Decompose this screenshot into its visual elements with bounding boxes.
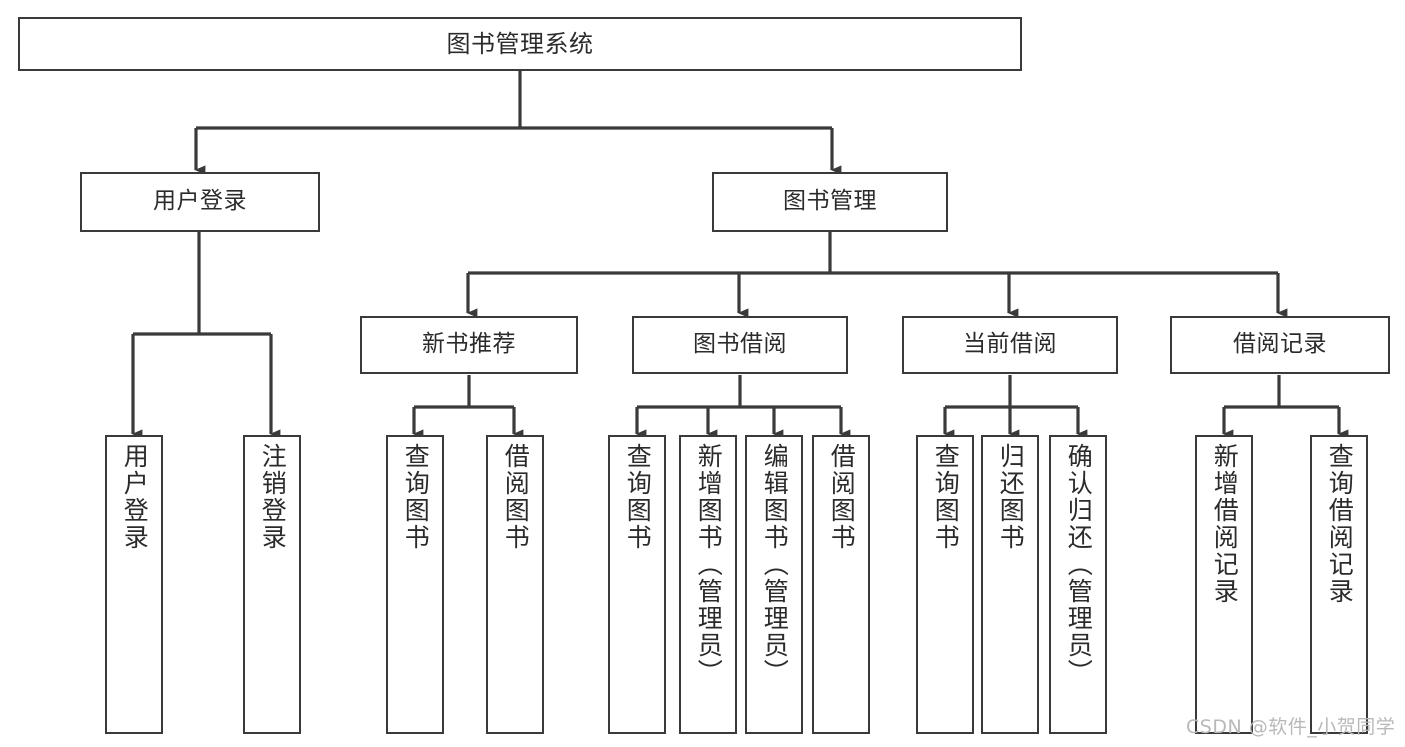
- node-label: 编辑图书（管理员）: [760, 443, 790, 686]
- node-user-login[interactable]: 用户登录: [80, 172, 320, 232]
- leaf-confirm-return-admin[interactable]: 确认归还（管理员）: [1049, 435, 1107, 734]
- leaf-borrow-book[interactable]: 借阅图书: [812, 435, 870, 734]
- leaf-add-borrow-record[interactable]: 新增借阅记录: [1195, 435, 1253, 734]
- node-label: 借阅图书: [827, 443, 857, 551]
- leaf-query-book-recommend[interactable]: 查询图书: [386, 435, 444, 734]
- node-root-book-management-system[interactable]: 图书管理系统: [18, 17, 1022, 71]
- leaf-edit-book-admin[interactable]: 编辑图书（管理员）: [745, 435, 803, 734]
- node-borrow-record[interactable]: 借阅记录: [1170, 316, 1390, 374]
- node-label: 查询借阅记录: [1325, 443, 1355, 605]
- watermark: CSDN @软件_小贺同学: [1186, 716, 1396, 738]
- node-current-borrow[interactable]: 当前借阅: [902, 316, 1118, 374]
- node-label: 新书推荐: [422, 331, 516, 358]
- node-label: 用户登录: [120, 443, 150, 551]
- node-label: 用户登录: [153, 188, 247, 215]
- node-label: 确认归还（管理员）: [1064, 443, 1094, 686]
- node-label: 当前借阅: [963, 331, 1057, 358]
- node-label: 查询图书: [623, 443, 653, 551]
- node-label: 图书管理系统: [446, 29, 594, 58]
- node-label: 借阅记录: [1233, 331, 1327, 358]
- node-label: 注销登录: [258, 443, 288, 551]
- node-book-management[interactable]: 图书管理: [712, 172, 948, 232]
- leaf-query-book-borrow[interactable]: 查询图书: [608, 435, 666, 734]
- leaf-query-book-current[interactable]: 查询图书: [916, 435, 974, 734]
- node-label: 新增图书（管理员）: [694, 443, 724, 686]
- node-label: 查询图书: [401, 443, 431, 551]
- node-label: 借阅图书: [501, 443, 531, 551]
- leaf-user-login[interactable]: 用户登录: [105, 435, 163, 734]
- leaf-add-book-admin[interactable]: 新增图书（管理员）: [679, 435, 737, 734]
- leaf-logout-login[interactable]: 注销登录: [243, 435, 301, 734]
- node-new-book-recommend[interactable]: 新书推荐: [360, 316, 578, 374]
- node-book-borrow[interactable]: 图书借阅: [632, 316, 848, 374]
- node-label: 新增借阅记录: [1210, 443, 1240, 605]
- node-label: 图书借阅: [693, 331, 787, 358]
- leaf-query-borrow-record[interactable]: 查询借阅记录: [1310, 435, 1368, 734]
- leaf-return-book[interactable]: 归还图书: [981, 435, 1039, 734]
- leaf-borrow-book-recommend[interactable]: 借阅图书: [486, 435, 544, 734]
- node-label: 图书管理: [783, 188, 877, 215]
- node-label: 归还图书: [996, 443, 1026, 551]
- node-label: 查询图书: [931, 443, 961, 551]
